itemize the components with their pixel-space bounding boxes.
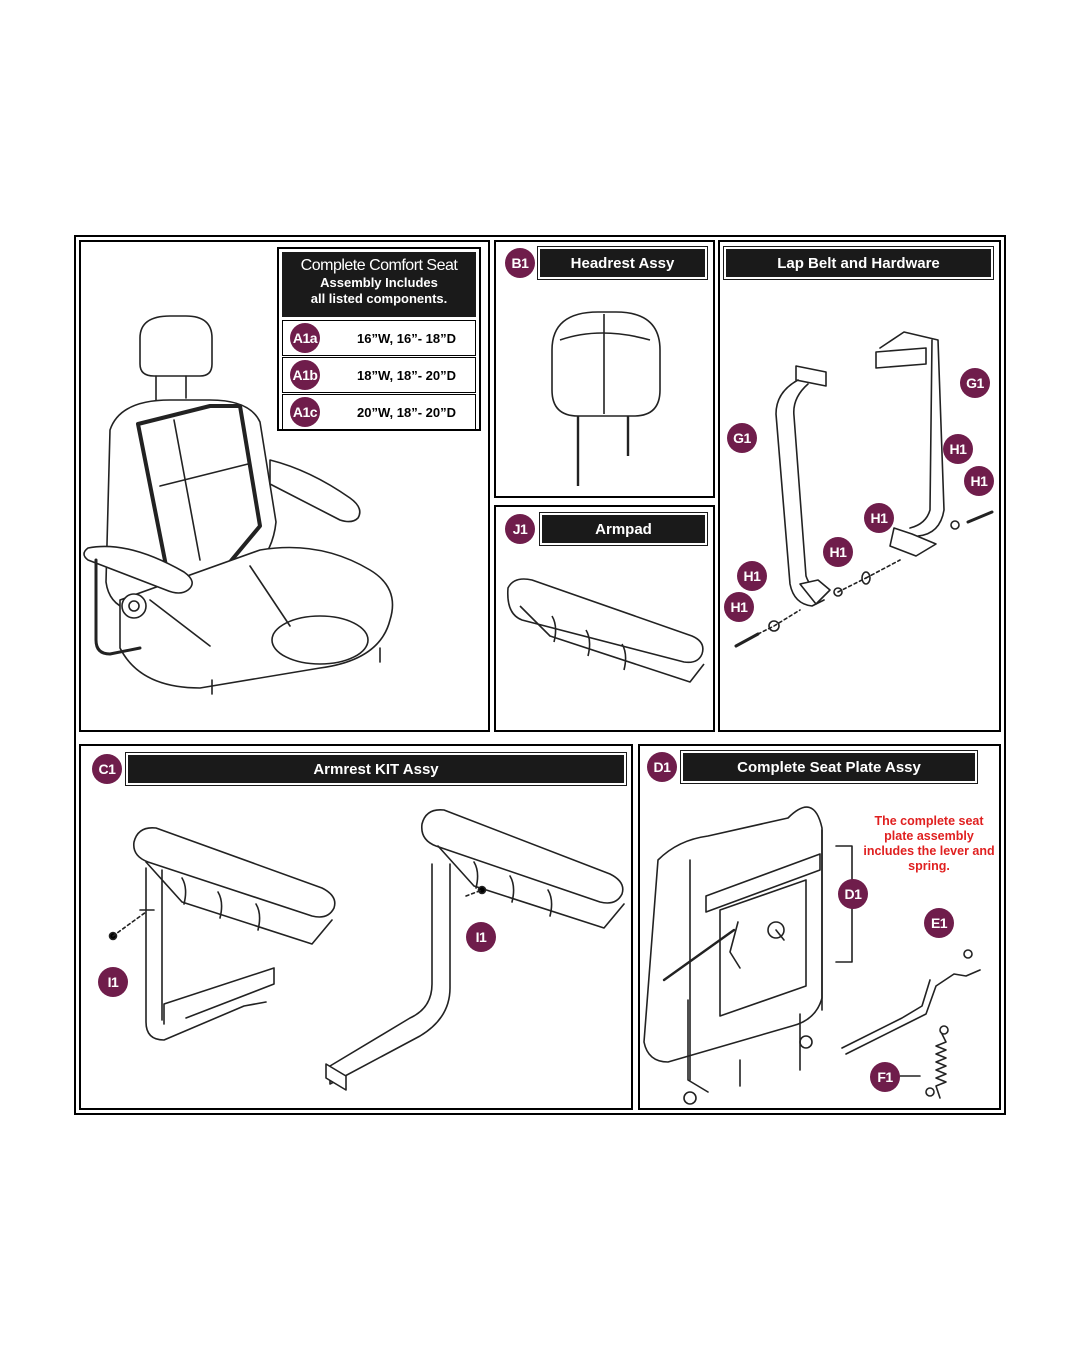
part-badge: I1 [466,922,496,952]
lapbelt-title: Lap Belt and Hardware [723,246,994,280]
size-row-a1b: A1b 18”W, 18”- 20”D [282,357,476,393]
size-row-a1c: A1c 20”W, 18”- 20”D [282,394,476,430]
part-badge: A1a [290,323,320,353]
part-badge: E1 [924,908,954,938]
size-row-a1a: A1a 16”W, 16”- 18”D [282,320,476,356]
part-badge: H1 [964,466,994,496]
lapbelt-panel [718,240,1001,732]
size-text: 16”W, 16”- 18”D [357,331,456,346]
seat-subtitle-line2: all listed components. [310,291,448,306]
seat-spec-header: Complete Comfort Seat Assembly Includes … [282,252,476,317]
seatplate-title: Complete Seat Plate Assy [680,750,978,784]
size-text: 20”W, 18”- 20”D [357,405,456,420]
armpad-title: Armpad [539,512,708,546]
part-badge: B1 [505,248,535,278]
part-badge: J1 [505,514,535,544]
part-badge: D1 [647,752,677,782]
part-badge: H1 [737,561,767,591]
part-badge: G1 [960,368,990,398]
seat-subtitle-line1: Assembly Includes [320,275,438,290]
seatplate-panel [638,744,1001,1110]
seat-panel [79,240,490,732]
part-badge: H1 [943,434,973,464]
part-badge: A1b [290,360,320,390]
armrest-title: Armrest KIT Assy [125,752,627,786]
part-badge: F1 [870,1062,900,1092]
part-badge: I1 [98,967,128,997]
headrest-panel [494,240,715,498]
seatplate-note: The complete seat plate assembly include… [863,814,995,873]
part-badge: C1 [92,754,122,784]
part-badge: H1 [823,537,853,567]
part-badge: D1 [838,879,868,909]
size-text: 18”W, 18”- 20”D [357,368,456,383]
seat-spec-table: Complete Comfort Seat Assembly Includes … [277,247,481,431]
diagram-frame [74,235,1006,1115]
headrest-title: Headrest Assy [537,246,708,280]
part-badge: A1c [290,397,320,427]
armpad-panel [494,505,715,732]
seat-title: Complete Comfort Seat [300,257,458,274]
armrest-panel [79,744,633,1110]
part-badge: H1 [724,592,754,622]
part-badge: H1 [864,503,894,533]
part-badge: G1 [727,423,757,453]
